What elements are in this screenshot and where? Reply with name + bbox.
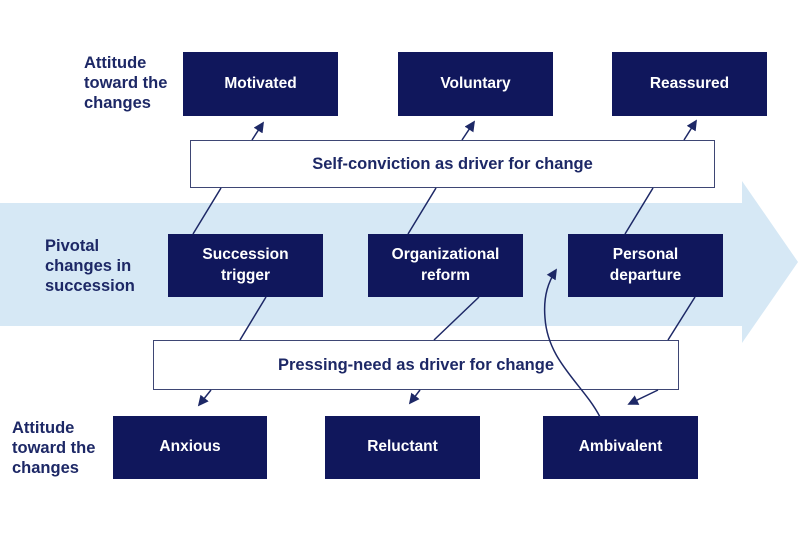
personal-departure-box: Personal departure xyxy=(568,234,723,297)
ambivalent-box: Ambivalent xyxy=(543,416,698,479)
self-conviction-driver-box: Self-conviction as driver for change xyxy=(190,140,715,188)
arrow-selfconviction-to-reassured xyxy=(683,119,697,141)
arrow-pressingneed-to-ambivalent xyxy=(627,389,659,405)
arrow-pressingneed-to-reluctant xyxy=(408,389,421,405)
arrow-selfconviction-to-voluntary xyxy=(461,120,475,141)
organizational-reform-box: Organizational reform xyxy=(368,234,523,297)
reluctant-box: Reluctant xyxy=(325,416,480,479)
line-personal-to-pressingneed xyxy=(667,296,696,341)
attitude-top-label: Attitude toward the changes xyxy=(84,54,168,113)
arrow-selfconviction-to-motivated xyxy=(251,121,264,141)
pivotal-changes-label: Pivotal changes in succession xyxy=(45,237,135,296)
succession-trigger-box: Succession trigger xyxy=(168,234,323,297)
line-organizational-to-pressingneed xyxy=(433,296,480,341)
line-succession-to-selfconviction xyxy=(192,187,222,235)
motivated-box: Motivated xyxy=(183,52,338,116)
line-succession-to-pressingneed xyxy=(239,296,267,341)
attitude-bottom-label: Attitude toward the changes xyxy=(12,419,96,478)
voluntary-box: Voluntary xyxy=(398,52,553,116)
line-personal-to-selfconviction xyxy=(624,187,654,235)
line-organizational-to-selfconviction xyxy=(407,187,437,235)
reassured-box: Reassured xyxy=(612,52,767,116)
arrow-pressingneed-to-anxious xyxy=(197,389,212,407)
anxious-box: Anxious xyxy=(113,416,267,479)
pressing-need-driver-box: Pressing-need as driver for change xyxy=(153,340,679,390)
